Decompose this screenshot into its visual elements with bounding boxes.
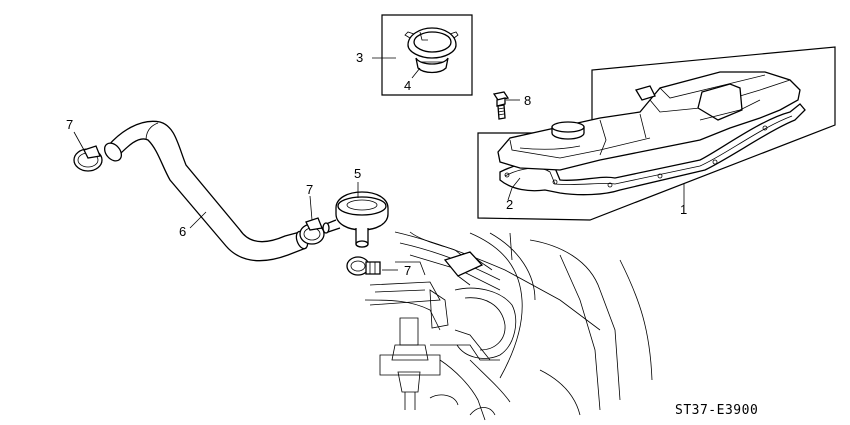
callout-4: 4: [404, 78, 411, 93]
leader-line-4: [411, 67, 421, 79]
callout-6: 6: [179, 224, 186, 239]
hose-clamp-lower: [346, 256, 381, 276]
leader-line-7a: [73, 131, 85, 151]
cover-assembly-bracket: [477, 46, 836, 221]
leader-line-2: [511, 177, 521, 189]
pcv-valve: [322, 191, 389, 248]
leader-line-7b: [309, 195, 313, 221]
hose-clamp-upper-left: [73, 145, 103, 172]
callout-7-middle: 7: [306, 182, 313, 197]
hose-clamp-middle: [299, 217, 325, 245]
callout-3: 3: [356, 50, 363, 65]
filler-cap-bracket: [381, 14, 473, 96]
callout-7-upper-left: 7: [66, 117, 73, 132]
callout-2: 2: [506, 197, 513, 212]
engine-background-sketch: [364, 231, 653, 421]
callout-7-lower: 7: [404, 263, 411, 278]
leader-line-2b: [507, 187, 513, 201]
breather-hose: [103, 120, 309, 262]
bolt: [492, 91, 510, 120]
leader-line-6: [189, 211, 207, 229]
head-cover-gasket: [499, 103, 806, 196]
diagram-reference-code: ST37-E3900: [675, 403, 758, 418]
callout-1: 1: [680, 202, 687, 217]
callout-8: 8: [524, 93, 531, 108]
oil-filler-cap: [404, 27, 459, 74]
callout-5: 5: [354, 166, 361, 181]
cylinder-head-cover: [497, 71, 801, 171]
